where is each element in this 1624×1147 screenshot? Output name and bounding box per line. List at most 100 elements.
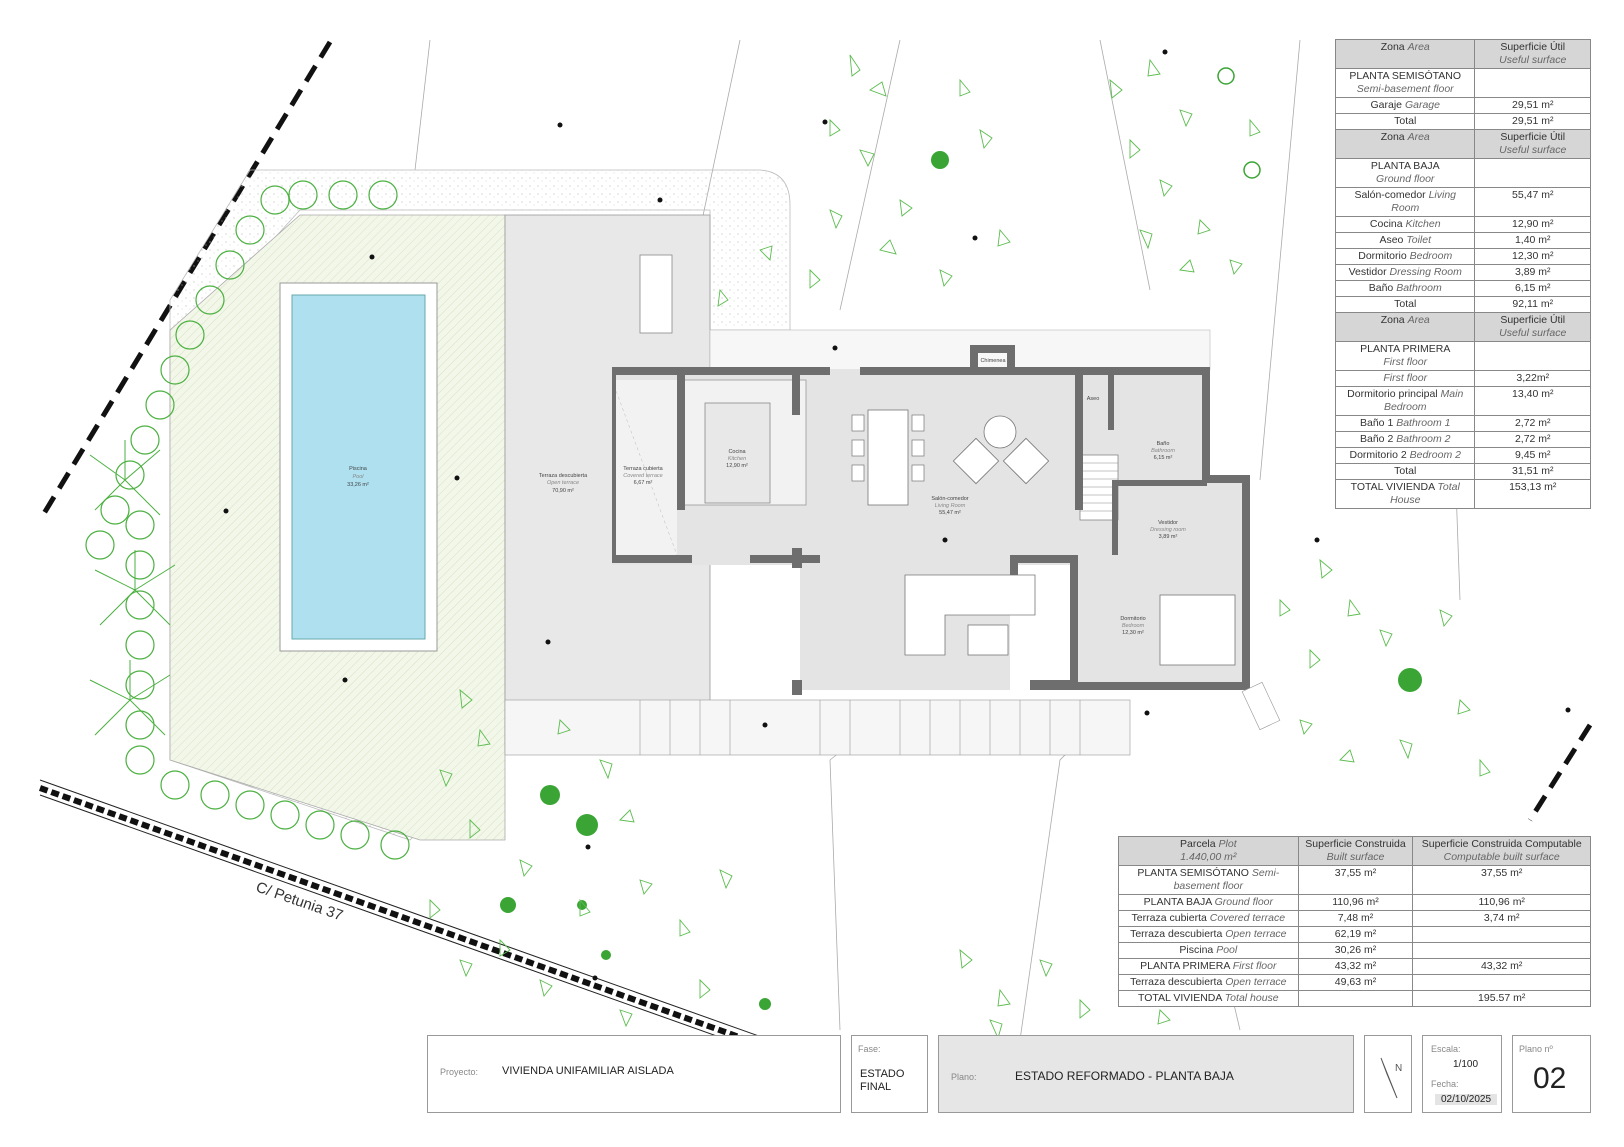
useful-row-name: Total: [1334, 296, 1476, 313]
built-row-built: 7,48 m²: [1297, 910, 1414, 927]
steps: [1241, 681, 1281, 731]
built-table-row: Terraza descubierta Open terrace 49,63 m…: [1118, 974, 1591, 991]
room-label-open-terrace: Terraza descubierta: [539, 473, 588, 479]
project-label: Proyecto:: [440, 1067, 479, 1077]
useful-row-name: Baño Bathroom: [1334, 280, 1476, 297]
useful-table-row: Baño 1 Bathroom 1 2,72 m²: [1334, 415, 1591, 432]
useful-row-value: 3,89 m²: [1474, 264, 1591, 281]
room-area-living: 55,47 m²: [939, 510, 961, 516]
room-label-living-en: Living Room: [935, 503, 966, 509]
built-row-built: 37,55 m²: [1297, 865, 1414, 895]
useful-table-row: First floor 3,22m²: [1334, 370, 1591, 387]
street-label: C/ Petunia 37: [254, 879, 345, 925]
useful-row-value: 29,51 m²: [1474, 97, 1591, 114]
date-value: 02/10/2025: [1435, 1094, 1498, 1105]
street-fence: [38, 779, 772, 1056]
room-label-fireplace: Chimenea: [980, 358, 1006, 364]
built-table-row: PLANTA BAJA Ground floor 110,96 m² 110,9…: [1118, 894, 1591, 911]
room-label-dressing: Vestidor: [1158, 520, 1178, 526]
built-row-computable: 3,74 m²: [1412, 910, 1591, 927]
useful-table-row: Total 29,51 m²: [1334, 113, 1591, 130]
built-row-built: 30,26 m²: [1297, 942, 1414, 959]
project-box: Proyecto: VIVIENDA UNIFAMILIAR AISLADA: [427, 1035, 841, 1113]
pool-water: [291, 294, 426, 640]
useful-row-value: 2,72 m²: [1474, 431, 1591, 448]
useful-header-zone: Zona Area: [1334, 39, 1476, 69]
built-row-computable: [1412, 974, 1591, 991]
useful-row-value: 92,11 m²: [1474, 296, 1591, 313]
useful-row-name: Total: [1334, 463, 1476, 480]
useful-table-row: Baño 2 Bathroom 2 2,72 m²: [1334, 431, 1591, 448]
built-table-row: TOTAL VIVIENDA Total house 195.57 m²: [1118, 990, 1591, 1007]
useful-row-name: Aseo Toilet: [1334, 232, 1476, 249]
sheet-title: ESTADO REFORMADO - PLANTA BAJA: [1015, 1069, 1234, 1083]
room-label-kitchen-en: Kitchen: [728, 456, 746, 462]
room-label-covered-terrace: Terraza cubierta: [623, 466, 663, 472]
built-row-name: PLANTA BAJA Ground floor: [1118, 894, 1299, 911]
useful-table-row: TOTAL VIVIENDA Total House 153,13 m²: [1334, 479, 1591, 509]
sheet-number: 02: [1533, 1062, 1567, 1095]
built-row-computable: 195.57 m²: [1412, 990, 1591, 1007]
useful-table-row: Dormitorio Bedroom 12,30 m²: [1334, 248, 1591, 265]
built-row-name: PLANTA PRIMERA First floor: [1118, 958, 1299, 975]
useful-row-value: 1,40 m²: [1474, 232, 1591, 249]
trees: [500, 151, 1422, 1010]
useful-row-name: First floor: [1334, 370, 1476, 387]
built-row-computable: 43,32 m²: [1412, 958, 1591, 975]
palm-trees: [89, 440, 176, 736]
built-row-computable: [1412, 926, 1591, 943]
useful-row-name: Dormitorio Bedroom: [1334, 248, 1476, 265]
house: [611, 345, 1250, 695]
useful-table-row: Vestidor Dressing Room 3,89 m²: [1334, 264, 1591, 281]
useful-table-row: Dormitorio principal Main Bedroom 13,40 …: [1334, 386, 1591, 416]
built-table-row: Piscina Pool 30,26 m²: [1118, 942, 1591, 959]
useful-row-value: 12,30 m²: [1474, 248, 1591, 265]
room-area-kitchen: 12,90 m²: [726, 463, 748, 469]
built-row-name: TOTAL VIVIENDA Total house: [1118, 990, 1299, 1007]
phase-line-2: FINAL: [860, 1081, 892, 1093]
useful-row-name: Baño 2 Bathroom 2: [1334, 431, 1476, 448]
useful-row-name: Dormitorio 2 Bedroom 2: [1334, 447, 1476, 464]
sheet-label: Plano:: [951, 1072, 977, 1082]
room-area-bedroom: 12,30 m²: [1122, 630, 1144, 636]
scale-label: Escala:: [1431, 1044, 1461, 1054]
useful-row-name: Salón-comedor Living Room: [1334, 187, 1476, 217]
scale-date-box: Escala: 1/100 Fecha: 02/10/2025: [1422, 1035, 1502, 1113]
useful-table-row: Total 31,51 m²: [1334, 463, 1591, 480]
useful-row-value: 3,22m²: [1474, 370, 1591, 387]
phase-line-1: ESTADO: [860, 1068, 905, 1080]
room-label-open-terrace-en: Open terrace: [547, 480, 579, 486]
hedge: [85, 180, 410, 860]
useful-row-name: Garaje Garage: [1334, 97, 1476, 114]
room-area-open-terrace: 70,90 m²: [552, 488, 574, 494]
useful-row-value: 13,40 m²: [1474, 386, 1591, 416]
useful-row-value: 2,72 m²: [1474, 415, 1591, 432]
sheet-title-box: Plano: ESTADO REFORMADO - PLANTA BAJA: [938, 1035, 1354, 1113]
useful-row-value: 55,47 m²: [1474, 187, 1591, 217]
useful-row-name: Cocina Kitchen: [1334, 216, 1476, 233]
built-row-computable: [1412, 942, 1591, 959]
built-row-built: 49,63 m²: [1297, 974, 1414, 991]
built-row-computable: 110,96 m²: [1412, 894, 1591, 911]
built-row-built: 110,96 m²: [1297, 894, 1414, 911]
room-label-pool-en: Pool: [352, 474, 364, 480]
room-label-covered-terrace-en: Covered terrace: [623, 473, 662, 479]
room-label-bedroom: Dormitorio: [1120, 616, 1145, 622]
project-name: VIVIENDA UNIFAMILIAR AISLADA: [502, 1065, 674, 1077]
north-arrow-box: N: [1364, 1035, 1412, 1113]
useful-table-row: Garaje Garage 29,51 m²: [1334, 97, 1591, 114]
room-label-toilet: Aseo: [1087, 396, 1100, 402]
room-label-living: Salón-comedor: [931, 496, 968, 502]
built-row-built: 43,32 m²: [1297, 958, 1414, 975]
room-area-covered-terrace: 6,67 m²: [634, 480, 653, 486]
useful-row-value: 6,15 m²: [1474, 280, 1591, 297]
useful-row-value: 12,90 m²: [1474, 216, 1591, 233]
useful-table-row: Dormitorio 2 Bedroom 2 9,45 m²: [1334, 447, 1591, 464]
room-label-pool: Piscina: [349, 466, 368, 472]
scale-value: 1/100: [1453, 1059, 1479, 1070]
